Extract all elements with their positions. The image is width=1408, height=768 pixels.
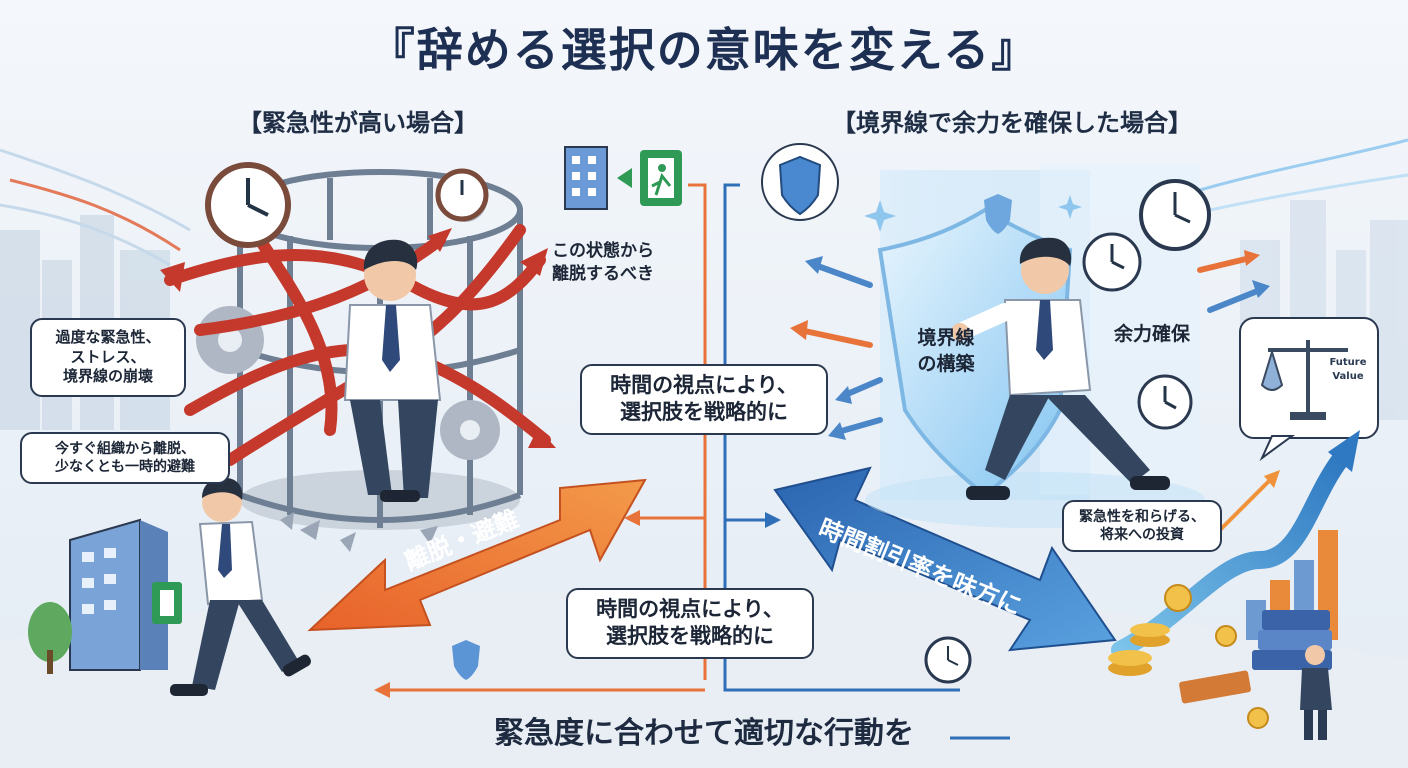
escape-line-1: 今すぐ組織から離脱、 [55,441,195,457]
exit-caption: この状態から 離脱するべき [552,240,692,286]
strategy-lower-line-2: 選択肢を戦略的に [606,624,774,649]
symptoms-callout: 過度な緊急性、 ストレス、 境界線の崩壊 [30,318,186,397]
exit-line-2: 離脱するべき [552,263,654,284]
escape-line-2: 少なくとも一時的避難 [55,459,195,476]
flow-arrowheads [374,510,781,698]
clock-icons [924,179,1211,684]
right-heading: 【境界線で余力を確保した場合】 [832,109,1192,137]
shield-icon [761,143,839,221]
symptoms-line-1: 過度な緊急性、 [55,328,161,346]
symptoms-line-3: 境界線の崩壊 [62,367,153,385]
future-value-label: Future Value [1318,356,1378,383]
strategy-upper-line-2: 選択肢を戦略的に [620,400,788,425]
strategy-callout-upper: 時間の視点により、 選択肢を戦略的に [580,364,828,435]
strategy-lower-line-1: 時間の視点により、 [596,597,784,621]
stressed-person [343,239,442,502]
small-shield-icon [452,194,1012,680]
sparkle-icons [864,195,1082,232]
strategy-upper-line-1: 時間の視点により、 [610,373,798,397]
left-heading: 【緊急性が高い場合】 [238,109,478,137]
investment-line-1: 緊急性を和らげる、 [1079,509,1205,525]
office-building [28,518,182,674]
flow-lines [390,183,1010,740]
wind-streaks [0,148,191,267]
small-person [1300,645,1332,740]
cage-illustration [160,162,556,530]
investment-callout: 緊急性を和らげる、 将来への投資 [1062,500,1222,553]
shield-caption: 境界線 の構築 [896,326,996,377]
strategy-callout-lower: 時間の視点により、 選択肢を戦略的に [566,588,814,659]
escape-arrow [307,478,647,632]
future-value-line-1: Future [1329,357,1367,368]
escape-callout: 今すぐ組織から離脱、 少なくとも一時的避難 [20,432,230,485]
exit-sign-icon [564,146,682,210]
balance-scale-callout [1239,317,1379,462]
fleeing-person [170,477,312,696]
page-title: 『辞める選択の意味を変える』 [368,23,1040,77]
capacity-label: 余力確保 [1114,323,1191,345]
bottom-message: 緊急度に合わせて適切な行動を [494,716,914,751]
shield-line-2: の構築 [917,352,975,375]
time-discount-arrow [773,466,1117,652]
exit-line-1: この状態から [552,241,654,261]
deflected-arrowheads [790,250,1270,440]
deflected-arrows [797,255,1263,435]
symptoms-line-2: ストレス、 [70,347,146,366]
wind-streaks-right [1199,138,1408,212]
broken-debris [280,512,438,552]
investment-line-2: 将来への投資 [1100,527,1184,544]
future-value-line-2: Value [1332,370,1364,382]
coins-and-books [1108,584,1332,729]
pushing-person [951,237,1170,500]
shield-line-1: 境界線 [917,327,975,349]
